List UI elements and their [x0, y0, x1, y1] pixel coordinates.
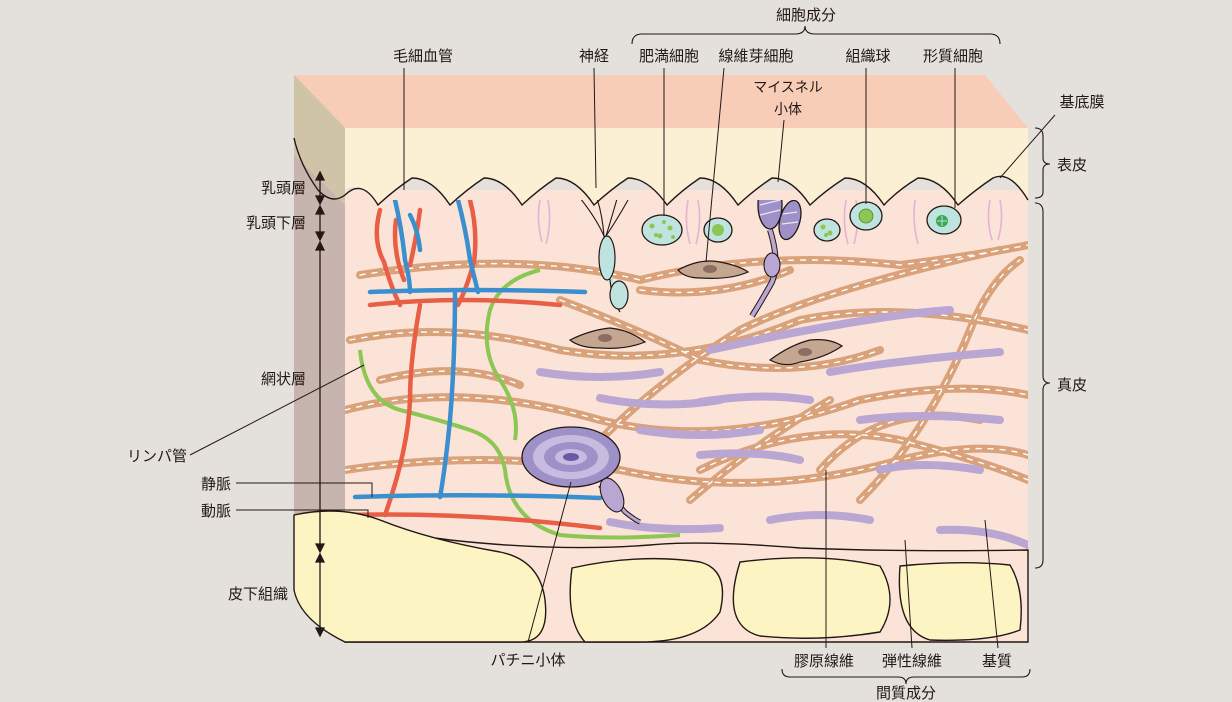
lymph-vessel-label: リンパ管 — [127, 447, 187, 465]
collagen-fiber-label: 膠原線維 — [794, 652, 854, 670]
cell-components-bracket — [632, 26, 1000, 44]
epidermis-label: 表皮 — [1057, 156, 1087, 174]
plasma-cell-label: 形質細胞 — [923, 47, 983, 65]
capillary-label: 毛細血管 — [393, 47, 453, 65]
small-cell-2 — [814, 219, 840, 241]
stromal-components-label: 間質成分 — [876, 684, 936, 702]
cell-components-label: 細胞成分 — [776, 6, 836, 24]
ground-substance-label: 基質 — [982, 652, 1012, 670]
nerve-label: 神経 — [579, 47, 609, 65]
block-right-cover — [1029, 70, 1039, 650]
mast-cell-label: 肥満細胞 — [639, 47, 699, 65]
basement-membrane-label: 基底膜 — [1059, 93, 1104, 111]
reticular-layer-label: 網状層 — [261, 370, 306, 388]
papillary-layer-label: 乳頭層 — [261, 179, 306, 197]
subpapillary-layer-label: 乳頭下層 — [246, 214, 306, 232]
stromal-components-bracket — [782, 669, 1030, 684]
histiocyte — [850, 202, 882, 230]
dermis-label: 真皮 — [1057, 376, 1087, 394]
vein-label: 静脈 — [201, 475, 231, 493]
meissner-label-line1: マイスネル — [753, 80, 823, 96]
meissner-label-line2: 小体 — [774, 102, 802, 118]
artery-label: 動脈 — [201, 502, 231, 520]
fibroblast-label: 線維芽細胞 — [718, 47, 793, 65]
plasma-cell — [927, 206, 961, 234]
histiocyte-label: 組織球 — [845, 47, 890, 65]
subcutaneous-tissue-label: 皮下組織 — [228, 585, 288, 603]
elastic-fiber-label: 弾性線維 — [882, 652, 942, 670]
pacinian-corpuscle-label: パチニ小体 — [490, 651, 565, 669]
mast-cell — [642, 215, 682, 245]
